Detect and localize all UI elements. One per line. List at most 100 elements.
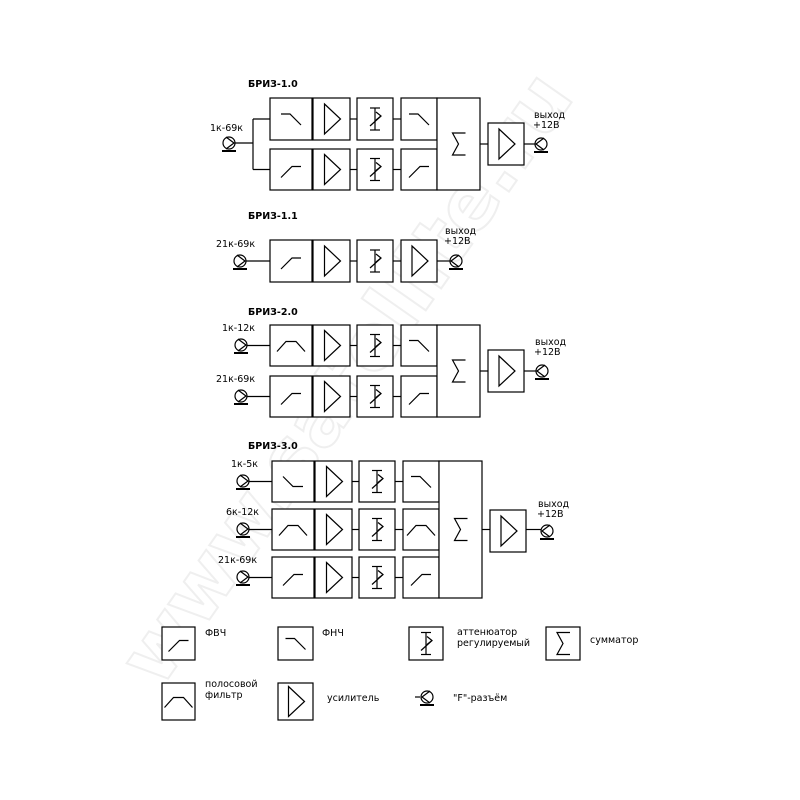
amplifier-triangle	[323, 329, 342, 362]
bandpass-curve	[278, 524, 308, 536]
output-label: выход	[445, 226, 477, 237]
lpf-block	[269, 97, 313, 141]
bandpass-icon	[278, 524, 308, 536]
attenuator-icon	[369, 107, 382, 131]
amplifier-triangle	[323, 380, 342, 413]
hpf-block	[269, 148, 313, 191]
input-band-label: 1к-12к	[222, 323, 255, 334]
amplifier-triangle	[325, 465, 344, 498]
connector-pin	[541, 524, 551, 538]
amplifier-triangle	[323, 102, 342, 136]
f-connector-icon	[420, 690, 434, 706]
hpf-block	[271, 556, 315, 599]
bandpass-curve	[276, 340, 306, 352]
hpf-curve	[408, 165, 429, 178]
amplifier-block	[314, 508, 353, 551]
hpf-curve	[410, 573, 431, 586]
attenuator-arrowhead	[375, 162, 382, 171]
lpf-icon	[411, 475, 432, 488]
hpf-curve	[280, 392, 301, 405]
sigma	[451, 359, 466, 383]
hpf-icon	[408, 165, 429, 178]
legend-label: сумматор	[590, 635, 638, 646]
attenuator-icon	[371, 565, 384, 590]
lpf-icon	[409, 113, 430, 126]
attenuator-arrowhead	[377, 570, 384, 579]
hpf-curve	[168, 639, 189, 652]
sigma	[555, 631, 570, 656]
hpf-curve	[282, 573, 303, 586]
f-connector-icon	[449, 254, 463, 270]
legend-label: "F"-разъём	[453, 693, 507, 704]
output-label: выход	[538, 499, 570, 510]
lpf-icon	[285, 637, 306, 650]
lpf-curve	[411, 475, 432, 488]
hpf-block	[400, 148, 438, 191]
lpf-curve	[285, 637, 306, 650]
output-voltage-label: +12В	[533, 120, 560, 131]
amplifier-icon	[323, 380, 342, 413]
f-connector-icon	[236, 570, 250, 586]
f-connector-icon	[236, 474, 250, 490]
amplifier-block	[314, 556, 353, 599]
attenuator-arrowhead	[377, 474, 384, 483]
input-band-label: 1к-5к	[231, 459, 258, 470]
lpf-curve	[409, 339, 430, 352]
connector-pin	[239, 570, 249, 584]
legend-label: полосовой	[205, 679, 258, 690]
attenuator-arrowhead	[375, 111, 382, 121]
section-title: БРИЗ-2.0	[248, 307, 298, 318]
hpf-icon	[282, 573, 303, 586]
legend-label: ФВЧ	[205, 628, 226, 639]
hpf-icon	[280, 392, 301, 405]
f-connector-icon	[540, 524, 554, 540]
hpf-block	[402, 556, 440, 599]
amplifier-icon	[287, 685, 306, 718]
amplifier-icon	[498, 354, 516, 388]
amplifier-icon	[323, 329, 342, 362]
bandpass-block	[161, 682, 196, 721]
lpf-curve	[409, 113, 430, 126]
connector-pin	[236, 254, 246, 268]
f-connector-icon	[222, 136, 236, 152]
lpf-block	[277, 626, 314, 661]
amplifier-icon	[323, 102, 342, 136]
attenuator-icon	[369, 384, 382, 409]
output-voltage-label: +12В	[534, 347, 561, 358]
attenuator-icon	[371, 517, 384, 542]
hpf-icon	[168, 639, 189, 652]
output-voltage-label: +12В	[537, 509, 564, 520]
amplifier-icon	[500, 514, 518, 548]
amplifier-triangle	[323, 244, 342, 278]
summator-icon	[453, 517, 468, 542]
hpf-curve	[408, 392, 429, 405]
bandpass-icon	[406, 524, 436, 536]
amplifier-triangle	[287, 685, 306, 718]
lpf-icon	[281, 113, 302, 126]
summator-icon	[555, 631, 570, 656]
amplifier-triangle	[325, 561, 344, 594]
f-connector-icon	[234, 338, 248, 354]
hpf-icon	[410, 573, 431, 586]
attenuator-icon	[371, 469, 384, 494]
amplifier-triangle	[323, 153, 342, 186]
attenuator-icon	[369, 157, 382, 182]
hpf-icon	[408, 392, 429, 405]
input-band-label: 21к-69к	[216, 239, 255, 250]
connector-pin	[225, 136, 235, 150]
section-title: БРИЗ-1.0	[248, 79, 298, 90]
input-band-label: 21к-69к	[218, 555, 257, 566]
f-connector-icon	[233, 254, 247, 270]
amplifier-block	[312, 239, 351, 283]
hpf-icon	[280, 257, 301, 270]
connector-pin	[239, 474, 249, 488]
amplifier-block	[489, 509, 527, 553]
legend-label: фильтр	[205, 690, 243, 701]
hpf-curve	[280, 165, 301, 178]
input-band-label: 1к-69к	[210, 123, 243, 134]
lpf-step-block	[271, 460, 315, 503]
summator-icon	[451, 359, 466, 383]
legend-label: усилитель	[327, 693, 380, 704]
lpf-step-icon	[282, 476, 303, 488]
output-label: выход	[535, 337, 567, 348]
